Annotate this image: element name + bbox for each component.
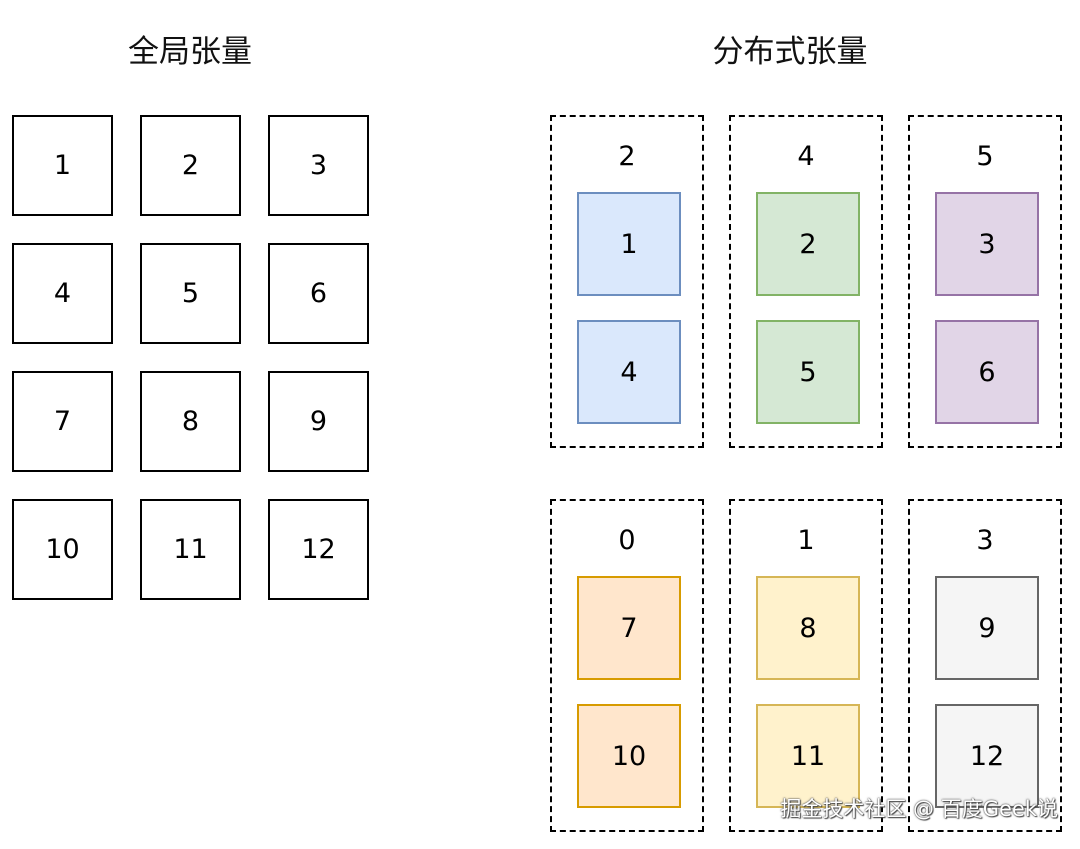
distributed-tensor-title: 分布式张量 xyxy=(712,34,868,70)
shard-block: 1 xyxy=(577,192,681,296)
shard-block: 6 xyxy=(935,320,1039,424)
watermark: 掘金技术社区 @ 百度Geek说 xyxy=(780,797,1058,821)
global-block: 12 xyxy=(268,499,369,600)
shard-block: 2 xyxy=(756,192,860,296)
shard-block: 7 xyxy=(577,576,681,680)
device-group: 5 3 6 xyxy=(908,115,1062,448)
device-rank-label: 1 xyxy=(797,525,815,556)
global-block: 6 xyxy=(268,243,369,344)
shard-block: 4 xyxy=(577,320,681,424)
global-tensor-title: 全局张量 xyxy=(128,34,252,70)
shard-block: 12 xyxy=(935,704,1039,808)
global-block: 2 xyxy=(140,115,241,216)
shard-block: 10 xyxy=(577,704,681,808)
device-group: 3 9 12 xyxy=(908,499,1062,832)
device-rank-label: 5 xyxy=(976,141,994,172)
global-block: 10 xyxy=(12,499,113,600)
global-block: 11 xyxy=(140,499,241,600)
shard-block: 8 xyxy=(756,576,860,680)
device-rank-label: 3 xyxy=(976,525,994,556)
device-rank-label: 4 xyxy=(797,141,815,172)
global-block: 5 xyxy=(140,243,241,344)
global-block: 7 xyxy=(12,371,113,472)
device-group: 2 1 4 xyxy=(550,115,704,448)
device-rank-label: 0 xyxy=(618,525,636,556)
device-group: 0 7 10 xyxy=(550,499,704,832)
shard-block: 9 xyxy=(935,576,1039,680)
shard-block: 5 xyxy=(756,320,860,424)
global-block: 1 xyxy=(12,115,113,216)
global-block: 4 xyxy=(12,243,113,344)
shard-block: 3 xyxy=(935,192,1039,296)
global-block: 9 xyxy=(268,371,369,472)
device-rank-label: 2 xyxy=(618,141,636,172)
device-group: 4 2 5 xyxy=(729,115,883,448)
global-block: 3 xyxy=(268,115,369,216)
device-group: 1 8 11 xyxy=(729,499,883,832)
shard-block: 11 xyxy=(756,704,860,808)
global-block: 8 xyxy=(140,371,241,472)
